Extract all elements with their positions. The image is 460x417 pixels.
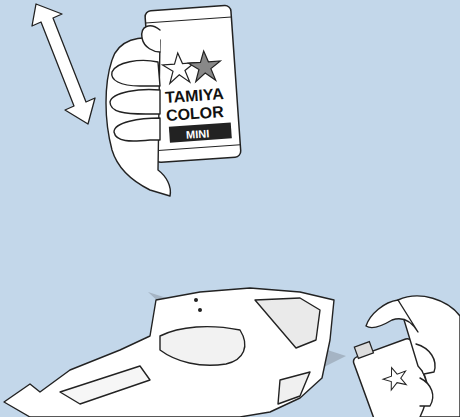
nozzle xyxy=(354,342,373,359)
hand xyxy=(366,296,460,417)
motion-arrow xyxy=(32,4,95,124)
can-label-text: MINI xyxy=(186,128,210,141)
hand xyxy=(106,26,170,196)
can-label-text: COLOR xyxy=(166,104,225,124)
star-logo xyxy=(162,50,222,84)
label-band xyxy=(169,122,232,142)
can-label-text: TAMIYA xyxy=(164,86,224,106)
car-body xyxy=(4,288,334,417)
